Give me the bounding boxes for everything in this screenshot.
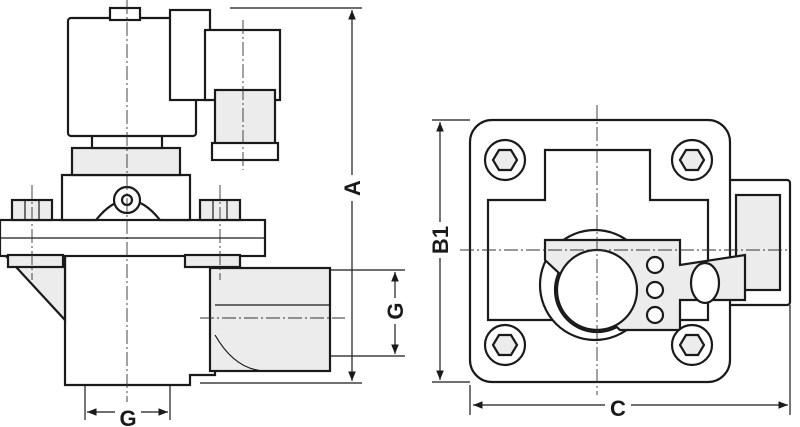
dimension-g-horizontal: G	[84, 385, 171, 427]
bolt-top-left	[483, 138, 527, 182]
top-view	[460, 105, 792, 395]
dimension-c: C	[469, 305, 791, 421]
dimension-g-vertical: G	[330, 269, 408, 357]
bolt-bottom-right	[670, 323, 714, 367]
dimension-label-a: A	[340, 180, 365, 196]
valve-cover	[60, 173, 192, 222]
side-view	[0, 0, 345, 410]
dimension-label-g-vertical: G	[383, 302, 408, 319]
dimension-b1: B1	[428, 119, 470, 383]
coil-base	[70, 131, 182, 177]
dimension-label-b1: B1	[428, 226, 453, 254]
connector-plug	[168, 8, 282, 162]
dimension-label-g-horizontal: G	[119, 406, 136, 427]
flange	[0, 218, 267, 269]
lower-body	[2, 253, 332, 387]
bolt-top-right	[670, 138, 714, 182]
bolt-bottom-left	[483, 323, 527, 367]
dimension-a: A	[200, 7, 365, 384]
dimension-label-c: C	[610, 396, 626, 421]
